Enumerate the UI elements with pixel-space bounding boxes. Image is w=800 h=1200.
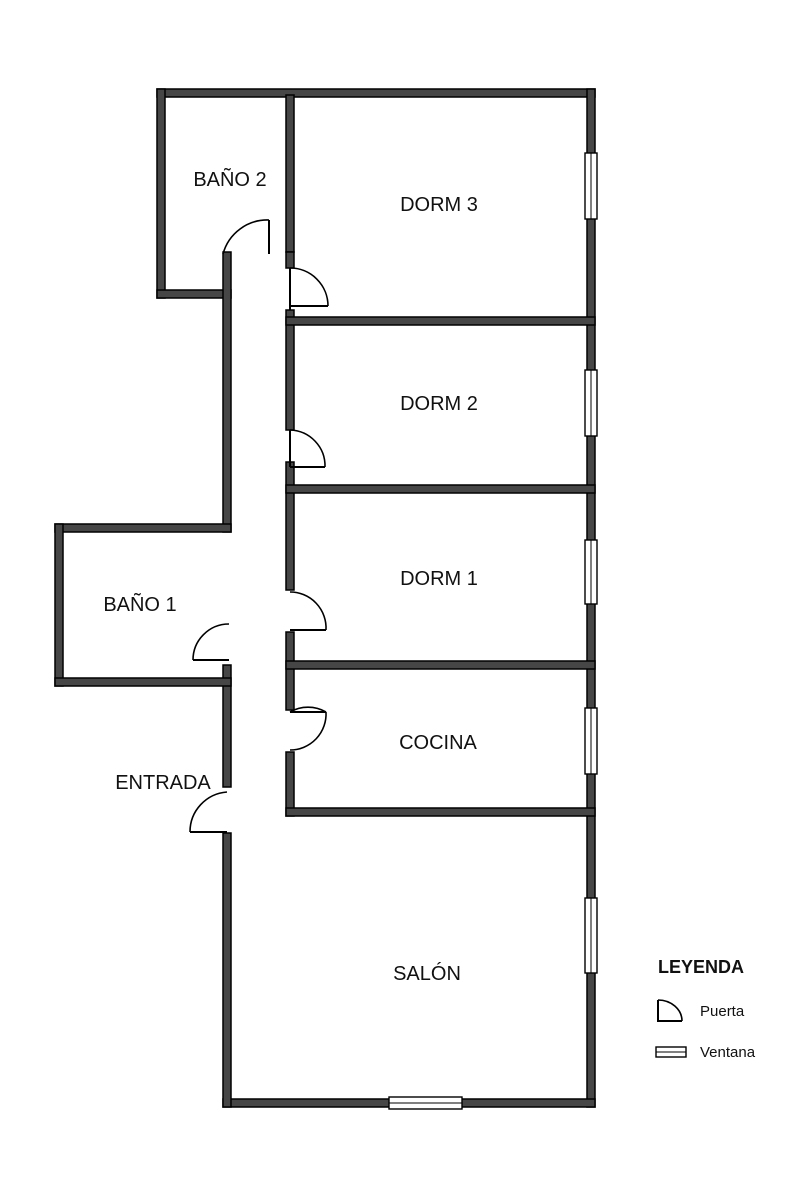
legend-title: LEYENDA — [658, 957, 744, 977]
wall-bano2-bottom — [156, 289, 232, 299]
wall-dorm2-dorm1 — [285, 484, 596, 494]
door-swing-icon — [657, 999, 683, 1022]
door-dorm3 — [289, 267, 329, 310]
wall-dorm3-dorm2 — [285, 316, 596, 326]
label-entrada: ENTRADA — [115, 772, 211, 794]
door-dorm2 — [289, 429, 326, 468]
door-dorm1 — [289, 591, 327, 631]
wall-hall-left-mid — [222, 664, 232, 788]
legend: LEYENDA Puerta Ventana — [655, 957, 756, 1061]
window-dorm2 — [584, 369, 598, 437]
wall-bano1-top — [54, 523, 232, 533]
window-cocina — [584, 707, 598, 775]
wall-top — [156, 88, 596, 98]
window-salon-bottom — [388, 1096, 463, 1110]
label-cocina: COCINA — [399, 732, 477, 754]
wall-bano2-left — [156, 88, 166, 299]
window-salon-right — [584, 897, 598, 974]
label-salon: SALÓN — [393, 962, 461, 985]
legend-window-label: Ventana — [700, 1044, 756, 1061]
wall-cocina-salon — [285, 807, 596, 817]
windows — [388, 152, 598, 1110]
room-labels: BAÑO 2 DORM 3 DORM 2 DORM 1 BAÑO 1 COCIN… — [103, 167, 478, 985]
label-dorm3: DORM 3 — [400, 194, 478, 216]
wall-hall-left-upper — [222, 251, 232, 533]
wall-hall-right-1 — [285, 251, 295, 269]
wall-hall-right-4 — [285, 631, 295, 711]
label-bano2: BAÑO 2 — [193, 167, 266, 191]
door-cocina — [289, 706, 327, 751]
wall-bano1-left — [54, 523, 64, 687]
doors — [189, 219, 329, 833]
window-dorm3 — [584, 152, 598, 220]
door-bano2 — [222, 219, 270, 255]
legend-door-label: Puerta — [700, 1003, 745, 1020]
label-bano1: BAÑO 1 — [103, 592, 176, 616]
wall-hall-right-2 — [285, 309, 295, 431]
window-icon — [655, 1046, 687, 1058]
wall-bano2-right — [285, 94, 295, 253]
door-bano1 — [192, 623, 230, 661]
wall-hall-right-5 — [285, 751, 295, 817]
label-dorm1: DORM 1 — [400, 568, 478, 590]
wall-bano1-bottom — [54, 677, 232, 687]
window-dorm1 — [584, 539, 598, 605]
label-dorm2: DORM 2 — [400, 393, 478, 415]
wall-hall-right-3 — [285, 461, 295, 591]
door-entrada — [189, 791, 228, 833]
wall-hall-left-lower — [222, 832, 232, 1108]
wall-dorm1-cocina — [285, 660, 596, 670]
